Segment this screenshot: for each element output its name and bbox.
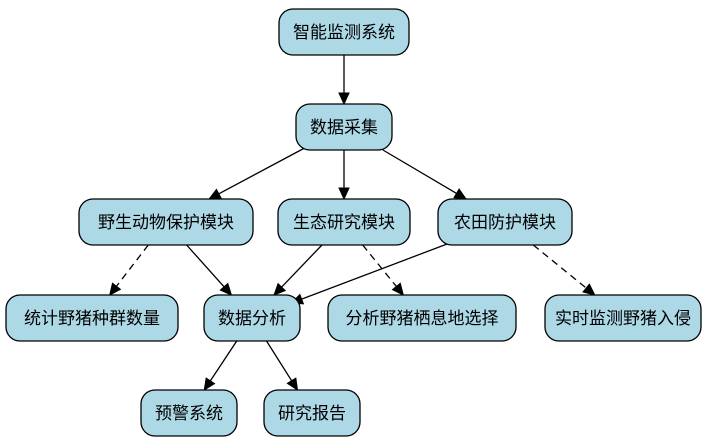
edge-line xyxy=(218,147,305,195)
node-label: 统计野猪种群数量 xyxy=(24,309,160,329)
node-label: 智能监测系统 xyxy=(293,23,395,43)
node-label: 研究报告 xyxy=(278,404,346,424)
node-box xyxy=(327,294,517,342)
edge-analysis-to-warn xyxy=(203,340,238,392)
arrowhead-icon xyxy=(338,92,350,106)
arrowhead-icon xyxy=(108,282,122,296)
node-box xyxy=(78,198,254,246)
node-label: 数据采集 xyxy=(310,118,378,138)
node-wildlife: 野生动物保护模块 xyxy=(78,198,254,246)
node-box xyxy=(140,389,238,437)
edge-eco-to-analysis xyxy=(273,244,323,296)
node-collect: 数据采集 xyxy=(295,103,393,151)
node-label: 分析野猪栖息地选择 xyxy=(346,309,499,329)
node-box xyxy=(203,294,301,342)
edge-line xyxy=(301,242,451,300)
node-monitor: 实时监测野猪入侵 xyxy=(544,294,702,342)
edge-analysis-to-report xyxy=(265,340,299,392)
edge-root-to-collect xyxy=(338,55,350,106)
node-count: 统计野猪种群数量 xyxy=(5,294,179,342)
edge-line xyxy=(265,340,293,382)
edge-line xyxy=(115,244,149,287)
edge-eco-to-habitat xyxy=(362,244,405,296)
arrowhead-icon xyxy=(203,377,216,392)
node-box xyxy=(295,103,393,151)
node-box xyxy=(544,294,702,342)
arrowhead-icon xyxy=(582,283,596,296)
edge-line xyxy=(362,244,397,287)
edge-wildlife-to-count xyxy=(108,244,149,296)
node-analysis: 数据分析 xyxy=(203,294,301,342)
node-report: 研究报告 xyxy=(263,389,361,437)
node-box xyxy=(263,389,361,437)
node-label: 预警系统 xyxy=(155,404,223,424)
edge-line xyxy=(209,340,238,382)
node-warn: 预警系统 xyxy=(140,389,238,437)
arrowhead-icon xyxy=(453,188,468,200)
arrowhead-icon xyxy=(286,377,299,392)
node-label: 数据分析 xyxy=(218,309,286,329)
edge-line xyxy=(532,244,587,289)
node-label: 农田防护模块 xyxy=(454,213,556,233)
arrowhead-icon xyxy=(219,282,233,296)
node-box xyxy=(437,198,573,246)
node-box xyxy=(278,8,410,56)
arrowhead-icon xyxy=(338,187,350,201)
edge-collect-to-farm xyxy=(382,149,468,200)
node-label: 野生动物保护模块 xyxy=(98,213,234,233)
edge-line xyxy=(186,244,225,288)
edge-wildlife-to-analysis xyxy=(186,244,233,296)
node-root: 智能监测系统 xyxy=(278,8,410,56)
node-label: 生态研究模块 xyxy=(293,213,395,233)
edge-collect-to-eco xyxy=(338,150,350,201)
arrowhead-icon xyxy=(273,282,287,296)
arrowhead-icon xyxy=(208,188,222,200)
node-habitat: 分析野猪栖息地选择 xyxy=(327,294,517,342)
edge-line xyxy=(281,244,323,288)
edge-farm-to-monitor xyxy=(532,244,596,296)
node-box xyxy=(5,294,179,342)
node-eco: 生态研究模块 xyxy=(277,198,411,246)
edge-line xyxy=(382,149,457,194)
edge-collect-to-wildlife xyxy=(208,147,305,200)
arrowhead-icon xyxy=(391,282,405,296)
node-box xyxy=(277,198,411,246)
node-farm: 农田防护模块 xyxy=(437,198,573,246)
node-label: 实时监测野猪入侵 xyxy=(555,309,691,329)
